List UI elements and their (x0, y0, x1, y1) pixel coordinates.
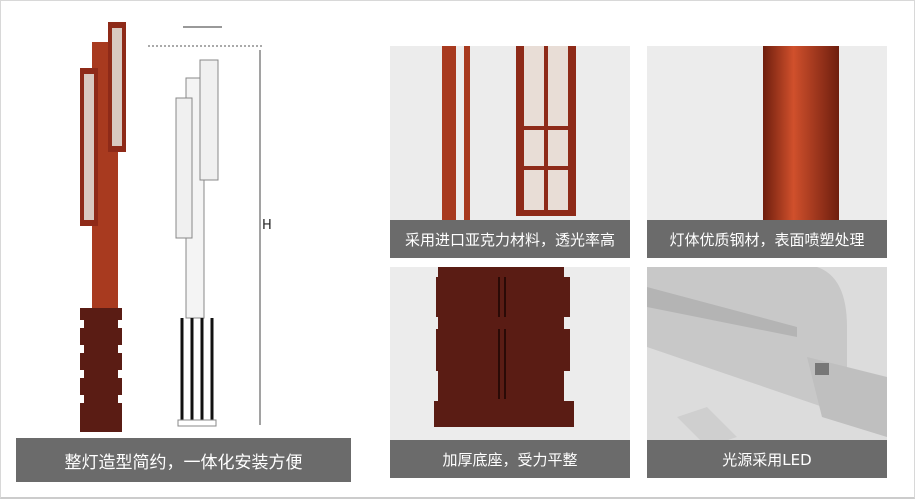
lamp-illustration (80, 22, 262, 432)
panel-steel-caption: 灯体优质钢材，表面喷塑处理 (647, 220, 887, 258)
panel-acrylic-caption: 采用进口亚克力材料，透光率高 (390, 220, 630, 258)
left-caption: 整灯造型简约，一体化安装方便 (16, 438, 351, 482)
panel-acrylic: 采用进口亚克力材料，透光率高 (390, 46, 630, 258)
panel-base-caption: 加厚底座，受力平整 (390, 440, 630, 478)
panel-base: 加厚底座，受力平整 (390, 267, 630, 478)
panel-steel: 灯体优质钢材，表面喷塑处理 (647, 46, 887, 258)
height-dimension-label: H (262, 218, 272, 233)
panel-led-caption: 光源采用LED (647, 440, 887, 478)
panel-led: 光源采用LED (647, 267, 887, 478)
